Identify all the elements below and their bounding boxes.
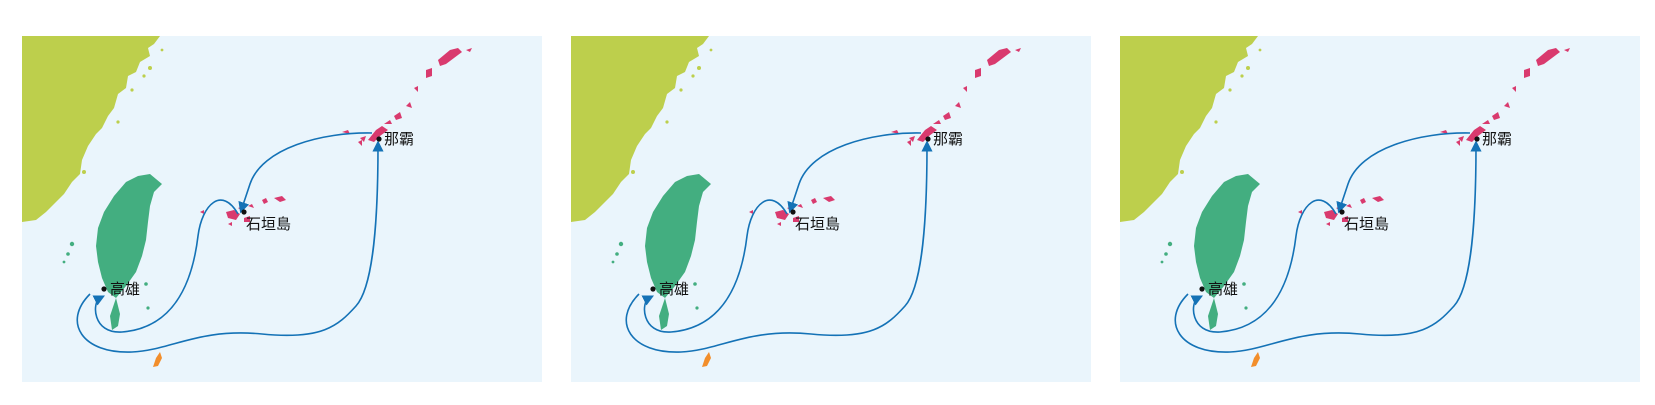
ishigaki-dot [1339,209,1345,215]
taiwan-island [645,174,711,330]
ishigaki-label: 石垣島 [246,215,291,233]
ishigaki-label: 石垣島 [795,215,840,233]
kaohsiung-label: 高雄 [1208,280,1238,298]
naha-dot [1474,136,1480,142]
naha-label: 那霸 [933,130,963,148]
ishigaki-dot [241,209,247,215]
naha-label: 那霸 [1482,130,1512,148]
ryukyu-islands [200,48,472,226]
orange-island [153,352,162,367]
map-panel-2: 高雄 石垣島 那霸 [571,36,1091,382]
map-panel-3: 高雄 石垣島 那霸 [1120,36,1640,382]
china-mainland [571,36,709,222]
ishigaki-dot [790,209,796,215]
kaohsiung-label: 高雄 [110,280,140,298]
taiwan-island [1194,174,1260,330]
naha-dot [925,136,931,142]
ferry-routes [625,132,933,353]
ferry-routes [1174,132,1482,353]
route-map: 高雄 石垣島 那霸 [22,36,542,382]
route-map: 高雄 石垣島 那霸 [571,36,1091,382]
taiwan-island [96,174,162,330]
china-mainland [1120,36,1258,222]
naha-dot [376,136,382,142]
orange-island [702,352,711,367]
ferry-routes [76,132,384,353]
kaohsiung-dot [1199,286,1205,292]
ishigaki-label: 石垣島 [1344,215,1389,233]
kaohsiung-dot [101,286,107,292]
china-mainland [22,36,160,222]
route-map: 高雄 石垣島 那霸 [1120,36,1640,382]
naha-label: 那霸 [384,130,414,148]
map-panel-1: 高雄 石垣島 那霸 [22,36,542,382]
kaohsiung-dot [650,286,656,292]
orange-island [1251,352,1260,367]
kaohsiung-label: 高雄 [659,280,689,298]
